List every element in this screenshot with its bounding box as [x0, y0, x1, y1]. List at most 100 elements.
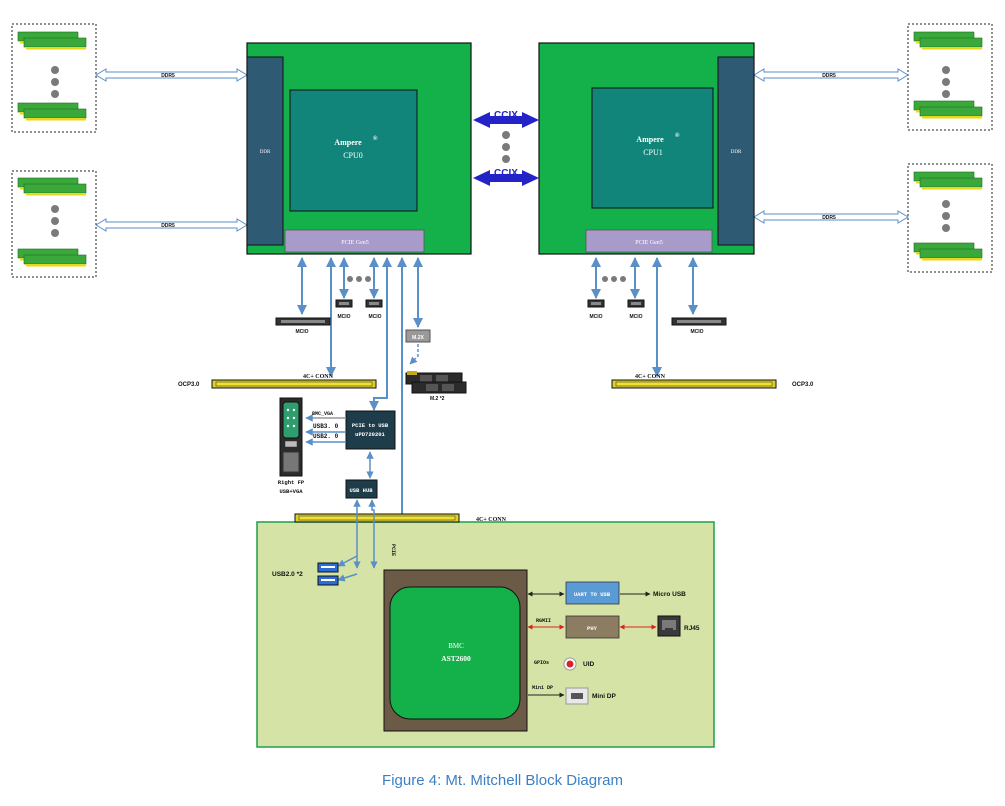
rgmii-label: RGMII: [536, 618, 551, 624]
dimm-module: [17, 31, 87, 50]
mcio-connector-left-1: MCIO: [335, 299, 353, 320]
pcie-to-usb-chip: PCIE to USB uPD720201: [345, 410, 396, 450]
front-panel-usb-vga-icon: [279, 397, 303, 477]
mini-dp-port-icon: [565, 687, 589, 705]
ddr-label: DDR: [731, 150, 742, 155]
mcio-connector-left-2: MCIO: [365, 299, 383, 320]
mini-dp-label: Mini DP: [592, 693, 616, 700]
ellipsis-icon: [942, 66, 950, 98]
cpu0-brand: Ampere: [334, 138, 362, 147]
dimm-module: [17, 177, 87, 196]
dimm-module: [17, 102, 87, 121]
phy-chip: PHY: [565, 615, 620, 639]
rj45-jack-icon: [657, 615, 681, 637]
cpu0-board: DDR Ampere ® CPU0 PCIE Gen5: [246, 42, 472, 255]
mcio-label: MCIO: [629, 314, 642, 320]
registered-mark: ®: [373, 135, 378, 142]
m2-slot-box: M.2X: [405, 329, 431, 343]
ddr-bus-cpu1: [717, 56, 755, 246]
mini-dp-signal-label: Mini DP: [532, 685, 553, 691]
ccix-link-top: CCIX: [473, 110, 539, 128]
usb-hub-chip: USB HUB: [345, 479, 378, 499]
pcie-usb-part: uPD720201: [355, 431, 385, 438]
ddr5-link-bottom-left: DDR5: [95, 218, 248, 232]
bottom-conn-label: 4C+ CONN: [476, 517, 507, 523]
front-panel-links: [305, 414, 346, 446]
ellipsis-icon: [51, 205, 59, 237]
ocp-conn-title: 4C+ CONN: [635, 374, 666, 380]
registered-mark: ®: [675, 132, 680, 139]
ddr-label: DDR: [260, 150, 271, 155]
front-panel-label: Right FP: [278, 479, 305, 486]
cpu1-name: CPU1: [643, 148, 663, 157]
ddr5-link-top-left: DDR5: [95, 68, 248, 82]
uart-to-usb-chip: UART TO USB: [565, 581, 620, 605]
bmc-chip-label: AST2600: [441, 654, 471, 663]
pcie-usb-title: PCIE to USB: [352, 422, 389, 429]
usb-hub-label: USB HUB: [349, 487, 373, 494]
dimm-module: [913, 242, 983, 261]
micro-usb-label: Micro USB: [653, 591, 686, 598]
dimm-group-top-left: [11, 23, 97, 133]
usb20-ports-icon: [317, 562, 339, 586]
cpu1-board: DDR Ampere ® CPU1 PCIE Gen5: [538, 42, 755, 255]
usb3-label: USB3. 0: [313, 423, 339, 430]
mcio-connector-right-1: MCIO: [587, 299, 605, 320]
mcio-label: MCIO: [337, 314, 350, 320]
ddr5-label: DDR5: [822, 215, 836, 221]
gpios-label: GPIOs: [534, 660, 549, 666]
mcio-label: MCIO: [368, 314, 381, 320]
bmc-vga-label: BMC_VGA: [312, 411, 333, 417]
usb2-label: USB2. 0: [313, 433, 339, 440]
dimm-group-bottom-left: [11, 170, 97, 278]
ccix-label: CCIX: [494, 168, 518, 179]
ocp-label: OCP3.0: [178, 382, 200, 388]
ellipsis-icon: [942, 200, 950, 232]
cpu0-pcie-bar: [284, 229, 425, 253]
ddr5-label: DDR5: [161, 73, 175, 79]
ddr5-link-top-right: DDR5: [753, 68, 909, 82]
pcie-label: PCIE Gen5: [635, 240, 663, 246]
m2-link: [409, 344, 419, 365]
mcio-label: MCIO: [589, 314, 602, 320]
uid-led-icon: [563, 657, 577, 671]
cpu1-pcie-bar: [585, 229, 713, 253]
mcio-connector-right-2: MCIO: [627, 299, 645, 320]
ocp-conn-title: 4C+ CONN: [303, 374, 334, 380]
phy-label: PHY: [587, 625, 598, 632]
cpu0-pcie-links: [297, 257, 423, 525]
front-panel-label: USB+VGA: [279, 488, 303, 495]
bmc-usb-links: [337, 499, 378, 582]
bmc-name: BMC: [448, 642, 464, 650]
dimm-group-top-right: [907, 23, 993, 131]
dimm-group-bottom-right: [907, 163, 993, 273]
ocp-label: OCP3.0: [792, 382, 814, 388]
mcio-connector-wide-right: MCIO: [671, 317, 727, 335]
ellipsis-icon: [602, 276, 626, 282]
pcie-vertical-label: PCIE: [390, 544, 396, 556]
bmc-chip: BMC AST2600: [383, 569, 528, 732]
rj45-label: RJ45: [684, 625, 700, 632]
ddr5-label: DDR5: [822, 73, 836, 79]
mcio-label: MCIO: [295, 329, 308, 335]
ddr-bus-cpu0: [246, 56, 284, 246]
usb20-label: USB2.0 *2: [272, 571, 303, 578]
uart-label: UART TO USB: [574, 591, 611, 598]
dimm-module: [913, 31, 983, 50]
cpu0-die: [289, 89, 418, 212]
dimm-module: [913, 100, 983, 119]
ccix-link-bottom: CCIX: [473, 168, 539, 186]
ddr5-label: DDR5: [161, 223, 175, 229]
m2-box-label: M.2X: [412, 335, 424, 341]
ocp-connector-left: 4C+ CONN OCP3.0: [178, 374, 377, 389]
ddr5-link-bottom-right: DDR5: [753, 210, 909, 224]
dimm-module: [913, 171, 983, 190]
ccix-label: CCIX: [494, 110, 518, 121]
cpu0-name: CPU0: [343, 151, 363, 160]
mcio-label: MCIO: [690, 329, 703, 335]
ocp-connector-right: 4C+ CONN OCP3.0: [611, 374, 814, 389]
ellipsis-icon: [51, 66, 59, 98]
mcio-connector-wide-left: MCIO: [275, 317, 331, 335]
m2-label: M.2 *2: [430, 396, 445, 402]
